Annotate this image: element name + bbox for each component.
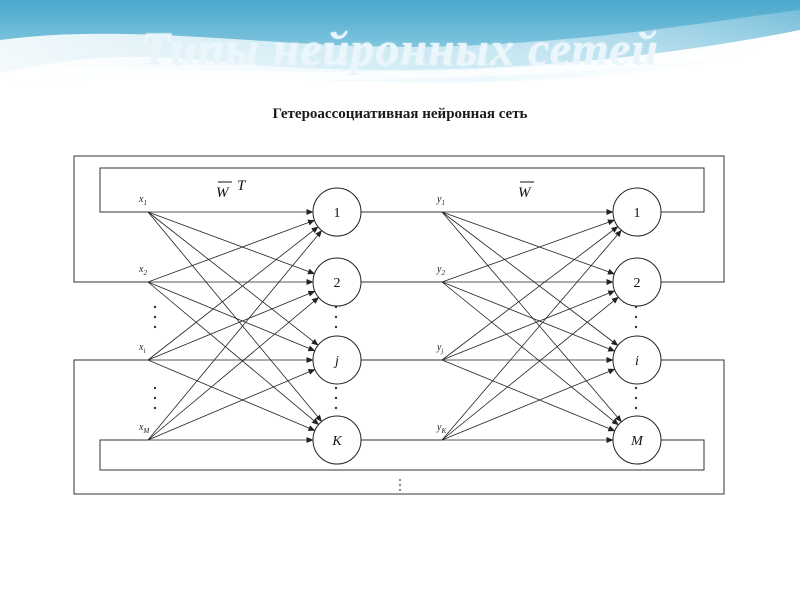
- weight-superscript-left: T: [237, 178, 247, 194]
- layer2-node-M: M: [612, 415, 662, 465]
- weight-line-y-to-layer2-4-2: [441, 296, 619, 441]
- weight-line-y-to-layer2-3-2: [441, 290, 616, 361]
- layer1-node-j: j: [312, 335, 362, 385]
- weight-line-x-to-layer1-2-1: [147, 219, 315, 283]
- connections-layer1: [147, 209, 323, 443]
- weight-symbol-left: W: [216, 185, 230, 201]
- layer1-nodes: 1 2 j K: [312, 187, 362, 465]
- layer2-node-2: 2: [612, 257, 662, 307]
- weight-line-x-to-layer1-2-4: [147, 281, 319, 425]
- weight-symbol-right: W: [518, 185, 532, 201]
- weight-line-x-to-layer1-3-4: [147, 359, 316, 431]
- input-labels: x1 x2 xi xM: [138, 194, 150, 435]
- weight-line-y-to-layer2-3-4: [441, 359, 616, 432]
- connections-layer2: [441, 209, 622, 443]
- weight-line-x-to-layer1-4-1: [147, 230, 323, 441]
- layer1-node-2: 2: [312, 257, 362, 307]
- diagram-subtitle: Гетероассоциативная нейронная сеть: [272, 106, 528, 122]
- weight-line-y-to-layer2-2-3: [441, 281, 616, 352]
- weight-line-x-to-layer1-1-3: [147, 211, 319, 346]
- hidden-output-labels: y1 y2 yj yK: [436, 194, 446, 435]
- weight-line-x-to-layer1-2-3: [147, 281, 316, 352]
- layer2-node-1: 1: [612, 187, 662, 237]
- svg-text:K: K: [331, 434, 342, 449]
- weight-label-left: W T: [216, 178, 247, 201]
- weight-line-x-to-layer1-3-2: [147, 290, 316, 361]
- input-label-xi: xi: [138, 342, 145, 355]
- y-label-j: yj: [436, 342, 443, 355]
- svg-text:1: 1: [634, 206, 641, 221]
- feedback-loop-top-outer: [73, 155, 725, 283]
- feedback-loop-bottom-inner: [99, 439, 705, 471]
- input-label-xM: xM: [138, 422, 150, 435]
- weight-line-y-to-layer2-1-2: [441, 211, 615, 275]
- slide-title: Типы нейронных сетей: [140, 23, 660, 76]
- weight-line-y-to-layer2-2-4: [441, 281, 619, 426]
- svg-text:2: 2: [634, 276, 641, 291]
- svg-text:1: 1: [334, 206, 341, 221]
- input-label-x1: x1: [138, 194, 147, 207]
- svg-text:2: 2: [334, 276, 341, 291]
- weight-line-y-to-layer2-1-4: [441, 211, 622, 423]
- feedback-wires: [73, 155, 725, 495]
- svg-text:j: j: [333, 354, 339, 369]
- weight-line-x-to-layer1-1-4: [147, 211, 323, 422]
- weight-label-right: W: [518, 181, 534, 201]
- weight-line-x-to-layer1-3-1: [147, 226, 319, 361]
- feedback-loop-bottom-outer: [73, 359, 725, 495]
- weight-line-y-to-layer2-4-3: [441, 368, 616, 441]
- header-banner: [0, 0, 800, 90]
- layer2-node-i: i: [612, 335, 662, 385]
- weight-line-y-to-layer2-4-1: [441, 229, 622, 441]
- weight-line-y-to-layer2-2-1: [441, 219, 615, 283]
- y-label-2: y2: [436, 264, 445, 277]
- weight-line-y-to-layer2-3-1: [441, 226, 619, 361]
- weight-line-x-to-layer1-4-3: [147, 369, 316, 441]
- weight-line-x-to-layer1-1-2: [147, 211, 315, 275]
- ellipsis-dots: [153, 305, 638, 491]
- layer1-node-1: 1: [312, 187, 362, 237]
- layer1-node-K: K: [312, 415, 362, 465]
- svg-text:M: M: [630, 434, 644, 449]
- weight-line-y-to-layer2-1-3: [441, 211, 619, 346]
- forward-wires: [361, 211, 442, 441]
- input-label-x2: x2: [138, 264, 147, 277]
- layer2-nodes: 1 2 i M: [612, 187, 662, 465]
- banner-wave-highlight: [0, 40, 800, 82]
- y-label-K: yK: [436, 422, 446, 435]
- svg-text:i: i: [635, 354, 639, 369]
- weight-line-x-to-layer1-4-2: [147, 297, 319, 441]
- y-label-1: y1: [436, 194, 445, 207]
- feedback-loop-top-inner: [99, 167, 705, 213]
